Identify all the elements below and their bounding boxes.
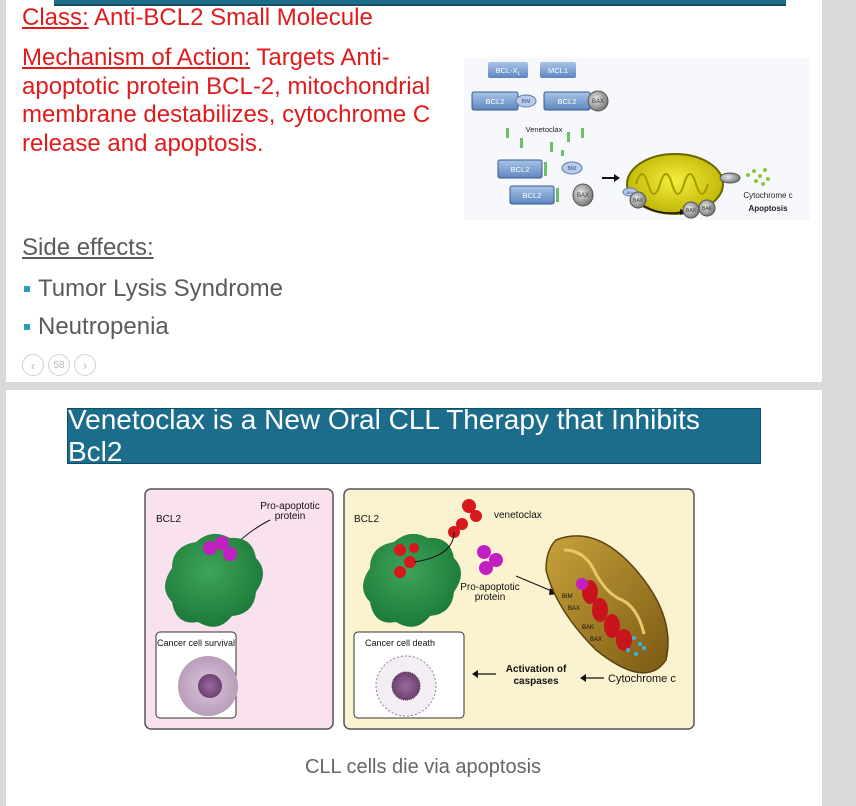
next-slide-button[interactable]: › — [74, 354, 96, 376]
bcl2-box-3 — [497, 159, 543, 179]
bax-label-4: BAX — [686, 208, 697, 214]
bax-shape-3 — [629, 191, 647, 209]
pro-apoptotic-label-1: Pro-apoptotic — [260, 501, 319, 512]
pro-apoptotic-protein-left — [203, 536, 237, 561]
cytochrome-label: Cytochrome c — [743, 191, 792, 200]
activation-label-2: caspases — [513, 676, 558, 687]
moa-label: Mechanism of Action: — [22, 44, 251, 71]
mechanism-diagram: BCL-XL MCL1 BCL2 BIM BCL2 BAX Venetoclax… — [464, 58, 810, 220]
bax-shape-1 — [587, 90, 609, 112]
bim-shape-1 — [515, 94, 537, 108]
list-item: Tumor Lysis Syndrome — [22, 270, 283, 308]
bak-label-1: BAK — [702, 206, 713, 212]
bax-shape-2 — [572, 183, 594, 207]
bim-shape-2 — [561, 161, 583, 175]
slide-navigation: ‹ 58 › — [22, 354, 96, 376]
bim-label-1: BIM — [522, 99, 531, 105]
bcl2-label-1: BCL2 — [486, 97, 505, 106]
bclxl-label: BCL-X — [496, 66, 518, 75]
side-effects-title: Side effects: — [22, 234, 154, 261]
svg-text:BCL-XL: BCL-XL — [496, 66, 521, 77]
bcl2-label-2: BCL2 — [558, 97, 577, 106]
venetoclax-label: Venetoclax — [526, 125, 563, 134]
bax-label-2: BAX — [577, 193, 589, 199]
class-line: Class: Anti-BCL2 Small Molecule — [22, 4, 373, 32]
bcl2-box-4 — [509, 185, 555, 205]
venetoclax-mechanism-figure: BCL2 Pro-apoptotic protein Cancer cell s… — [144, 488, 695, 730]
venetoclax-label-2: venetoclax — [494, 510, 542, 521]
bcl2-protein-left — [165, 533, 263, 627]
previous-slide-button[interactable]: ‹ — [22, 354, 44, 376]
slide-title: Venetoclax is a New Oral CLL Therapy tha… — [67, 404, 761, 467]
chevron-right-icon: › — [82, 357, 88, 373]
pro-apoptotic-label-3: Pro-apoptotic — [460, 582, 519, 593]
bim-label-2: BIM — [568, 166, 577, 172]
bim-label-3: BIM — [626, 190, 633, 195]
mcl1-box — [540, 62, 576, 78]
apoptosis-label: Apoptosis — [748, 204, 788, 213]
slide-1: Class: Anti-BCL2 Small Molecule Mechanis… — [6, 0, 822, 382]
bullet-icon — [24, 286, 30, 292]
bcl2-label-3: BCL2 — [511, 165, 530, 174]
side-effect-text: Neutropenia — [38, 313, 169, 340]
cytochrome-dots — [746, 168, 770, 186]
cytochrome-label-right: Cytochrome c — [608, 673, 676, 685]
slide-2: Venetoclax is a New Oral CLL Therapy tha… — [6, 390, 822, 806]
class-label: Class: — [22, 4, 89, 31]
class-value: Anti-BCL2 Small Molecule — [88, 4, 373, 31]
pro-apoptotic-protein-right — [477, 545, 503, 575]
bclxl-sub: L — [518, 71, 521, 77]
bax-label-right-2: BAX — [590, 637, 602, 643]
page-number: 58 — [48, 354, 70, 376]
side-effect-text: Tumor Lysis Syndrome — [38, 275, 283, 302]
bax-label-1: BAX — [592, 99, 604, 105]
pro-apoptotic-label-2: protein — [275, 511, 306, 522]
activation-label-1: Activation of — [506, 664, 567, 675]
bclxl-box — [488, 62, 528, 78]
bcl2-protein-right — [363, 533, 461, 627]
left-bcl2-label: BCL2 — [156, 514, 181, 525]
death-label: Cancer cell death — [365, 638, 435, 648]
chevron-left-icon: ‹ — [30, 357, 36, 373]
bak-shape-1 — [698, 199, 716, 217]
mechanism-of-action: Mechanism of Action: Targets Anti-apopto… — [22, 44, 452, 158]
bcl2-label-4: BCL2 — [523, 191, 542, 200]
figure-caption: CLL cells die via apoptosis — [304, 756, 542, 778]
bax-label-3: BAX — [633, 198, 644, 204]
bak-label-right: BAK — [582, 625, 594, 631]
bax-bak-proteins — [582, 580, 632, 651]
list-item: Neutropenia — [22, 308, 283, 346]
right-bcl2-label: BCL2 — [354, 514, 379, 525]
venetoclax-bars — [506, 128, 584, 156]
venetoclax-molecule — [448, 499, 482, 538]
cytochrome-dots-right — [626, 636, 646, 656]
mcl1-label: MCL1 — [548, 66, 568, 75]
pro-apoptotic-label-4: protein — [475, 592, 506, 603]
bullet-icon — [24, 324, 30, 330]
bax-label-right-1: BAX — [568, 606, 580, 612]
survival-label: Cancer cell survival — [157, 638, 235, 648]
side-effects-list: Tumor Lysis Syndrome Neutropenia — [22, 270, 283, 346]
mitochondrion — [626, 153, 724, 215]
title-bar — [54, 0, 786, 6]
venetoclax-bound — [394, 543, 419, 578]
bim-label-right: BIM — [562, 594, 573, 600]
moa-text: Targets Anti-apoptotic protein BCL-2, mi… — [22, 44, 431, 157]
